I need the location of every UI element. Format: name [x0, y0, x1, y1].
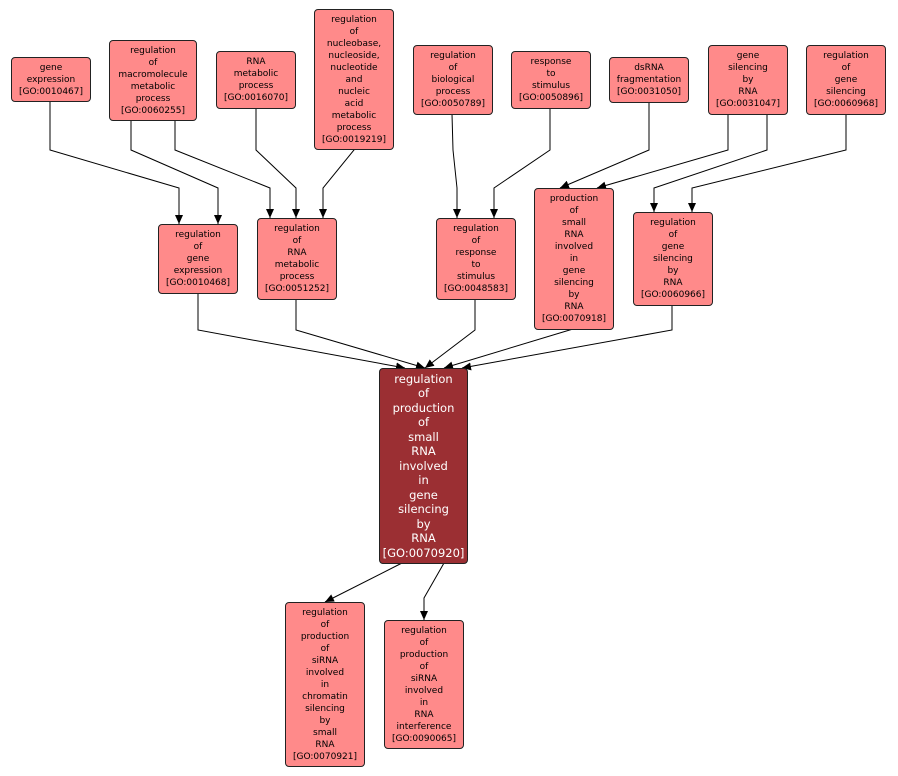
edge: [130, 120, 222, 224]
node-go0016070[interactable]: RNA metabolic process [GO:0016070]: [216, 51, 296, 109]
node-go0031050[interactable]: dsRNA fragmentation [GO:0031050]: [609, 57, 689, 103]
node-go0090065[interactable]: regulation of production of siRNA involv…: [384, 620, 464, 749]
node-label: regulation of macromolecule metabolic pr…: [118, 45, 188, 116]
edge: [255, 108, 300, 218]
node-go0050789[interactable]: regulation of biological process [GO:005…: [413, 45, 493, 115]
edge: [688, 114, 847, 212]
node-label: regulation of production of small RNA in…: [382, 371, 465, 560]
edge: [461, 305, 673, 371]
edge: [443, 328, 574, 370]
node-label: regulation of biological process [GO:005…: [420, 51, 486, 109]
node-label: response to stimulus [GO:0050896]: [518, 57, 584, 103]
node-label: regulation of gene silencing [GO:0060968…: [813, 51, 879, 109]
edge: [490, 108, 551, 218]
edge: [319, 149, 355, 218]
node-go0051252[interactable]: regulation of RNA metabolic process [GO:…: [257, 218, 337, 300]
node-label: regulation of production of siRNA involv…: [292, 607, 358, 762]
node-label: regulation of production of siRNA involv…: [391, 625, 457, 744]
node-label: regulation of nucleobase, nucleoside, nu…: [321, 14, 387, 145]
node-go0060966[interactable]: regulation of gene silencing by RNA [GO:…: [633, 212, 713, 306]
edge: [197, 293, 406, 371]
node-label: regulation of RNA metabolic process [GO:…: [264, 224, 330, 294]
node-label: RNA metabolic process [GO:0016070]: [223, 57, 289, 103]
node-go0031047[interactable]: gene silencing by RNA [GO:0031047]: [708, 45, 788, 115]
node-label: gene expression [GO:0010467]: [18, 62, 84, 97]
edge: [451, 113, 461, 218]
node-go0070918[interactable]: production of small RNA involved in gene…: [534, 188, 614, 330]
node-label: production of small RNA involved in gene…: [541, 194, 607, 324]
node-label: regulation of response to stimulus [GO:0…: [443, 224, 509, 294]
node-label: regulation of gene expression [GO:001046…: [165, 230, 231, 288]
edge: [295, 299, 426, 370]
edge: [420, 562, 445, 620]
edge: [424, 299, 476, 369]
edge: [174, 120, 274, 218]
node-go0048583[interactable]: regulation of response to stimulus [GO:0…: [436, 218, 516, 300]
node-go0019219[interactable]: regulation of nucleobase, nucleoside, nu…: [314, 9, 394, 150]
edge: [596, 114, 729, 190]
node-go0010468[interactable]: regulation of gene expression [GO:001046…: [158, 224, 238, 294]
edge: [49, 101, 183, 224]
node-label: gene silencing by RNA [GO:0031047]: [715, 51, 781, 109]
edge: [324, 562, 403, 603]
node-label: regulation of gene silencing by RNA [GO:…: [640, 218, 706, 300]
node-go0060255[interactable]: regulation of macromolecule metabolic pr…: [109, 40, 197, 121]
focus-node-go0070920[interactable]: regulation of production of small RNA in…: [379, 368, 468, 564]
edge: [559, 102, 650, 189]
edge: [650, 114, 768, 212]
node-go0050896[interactable]: response to stimulus [GO:0050896]: [511, 51, 591, 109]
node-go0060968[interactable]: regulation of gene silencing [GO:0060968…: [806, 45, 886, 115]
node-go0010467[interactable]: gene expression [GO:0010467]: [11, 57, 91, 102]
node-label: dsRNA fragmentation [GO:0031050]: [616, 63, 682, 97]
node-go0070921[interactable]: regulation of production of siRNA involv…: [285, 602, 365, 767]
